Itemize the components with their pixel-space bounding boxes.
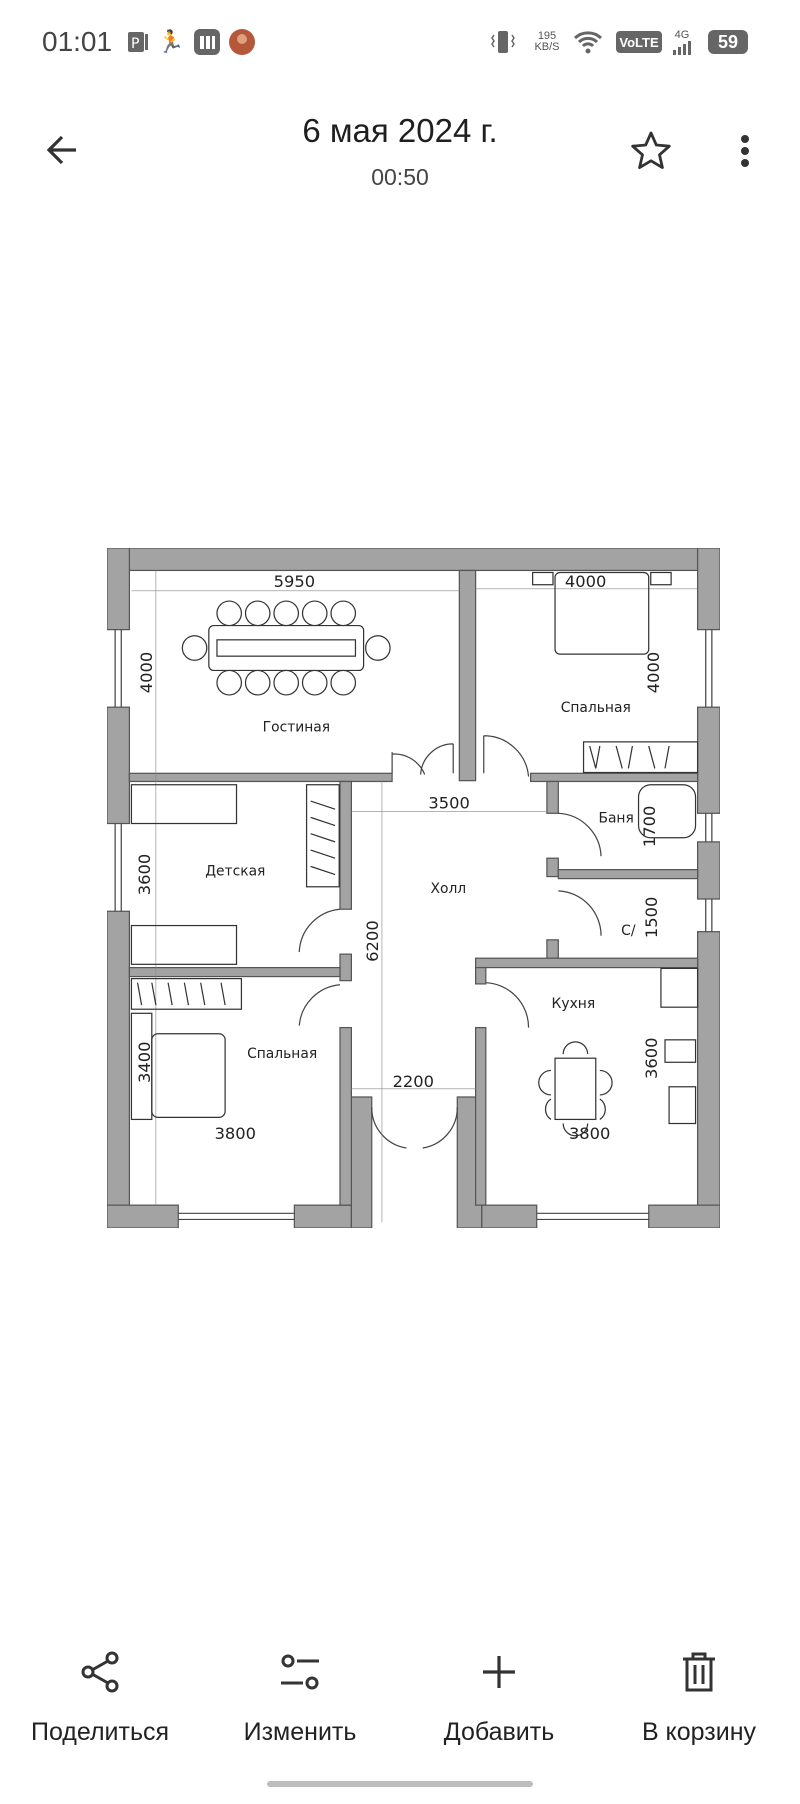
star-icon [631, 131, 671, 169]
edit-button[interactable]: Изменить [210, 1648, 390, 1747]
edit-sliders-icon [281, 1654, 319, 1690]
svg-text:P: P [131, 36, 139, 52]
dim-kitchen-width: 3800 [569, 1124, 610, 1143]
share-label: Поделиться [30, 1718, 170, 1746]
edit-label: Изменить [243, 1718, 357, 1746]
more-vert-icon [741, 135, 749, 167]
add-button[interactable]: Добавить [409, 1648, 589, 1747]
windows-doors [114, 570, 713, 1223]
walls [107, 548, 720, 1228]
dim-bed1-height: 4000 [644, 652, 663, 694]
dining-chairs [181, 600, 391, 696]
favorite-button[interactable] [627, 127, 675, 175]
photo-date: 6 мая 2024 г. [302, 112, 498, 149]
wifi-icon [572, 28, 604, 56]
trash-icon [683, 1652, 715, 1692]
room-kids: Детская [205, 863, 265, 879]
dim-wc-height: 1500 [642, 897, 661, 939]
network-type: 4G [674, 28, 690, 41]
dim-living-width: 5950 [274, 572, 315, 591]
battery-indicator: 59 [708, 30, 748, 54]
floor-plan-image[interactable]: 5950 4000 4000 4000 3500 1700 3600 1500 … [107, 548, 720, 1228]
signal-icon [673, 40, 691, 55]
trash-label: В корзину [641, 1718, 757, 1746]
photo-time: 00:50 [371, 164, 429, 190]
share-button[interactable]: Поделиться [10, 1648, 190, 1747]
home-indicator[interactable] [267, 1781, 533, 1787]
vibrate-icon [490, 28, 516, 56]
plus-icon [483, 1656, 515, 1688]
parking-app-icon: P [126, 28, 150, 56]
avatar-notification-icon [228, 28, 256, 56]
share-icon [81, 1651, 119, 1693]
room-hall: Холл [430, 881, 466, 897]
net-speed-unit: KB/S [534, 41, 560, 53]
room-labels: Гостиная Спальная Баня Детская Холл С/ К… [205, 700, 636, 1062]
trash-button[interactable]: В корзину [609, 1648, 789, 1747]
dim-bed2-width: 3800 [215, 1124, 256, 1143]
add-label: Добавить [443, 1718, 555, 1746]
dim-kitchen-height: 3600 [642, 1037, 661, 1079]
room-wc: С/ [621, 923, 636, 939]
furniture [130, 571, 699, 1137]
arrow-left-icon [46, 135, 76, 165]
dim-hall-length: 6200 [363, 920, 382, 962]
dim-bed1-width: 4000 [565, 572, 606, 591]
app-notification-icon [193, 28, 221, 56]
room-bedroom-2: Спальная [247, 1046, 317, 1062]
status-time: 01:01 [42, 26, 113, 57]
dim-kids-height: 3600 [135, 854, 154, 896]
dim-hall-width: 3500 [428, 793, 469, 812]
net-speed-value: 195 [537, 30, 557, 42]
activity-run-icon: 🏃 [157, 29, 185, 54]
room-bedroom-1: Спальная [561, 700, 631, 716]
room-living: Гостиная [263, 720, 330, 736]
dim-bed2-height: 3400 [135, 1042, 154, 1084]
dim-entrance-width: 2200 [393, 1072, 434, 1091]
dim-living-height: 4000 [137, 652, 156, 694]
room-bath: Баня [598, 810, 633, 826]
room-kitchen: Кухня [552, 996, 596, 1012]
more-options-button[interactable] [721, 127, 769, 175]
back-button[interactable] [38, 126, 86, 174]
dimension-labels: 5950 4000 4000 4000 3500 1700 3600 1500 … [135, 572, 663, 1143]
dim-bath-height: 1700 [640, 806, 659, 848]
volte-badge: VoLTE [616, 31, 662, 53]
